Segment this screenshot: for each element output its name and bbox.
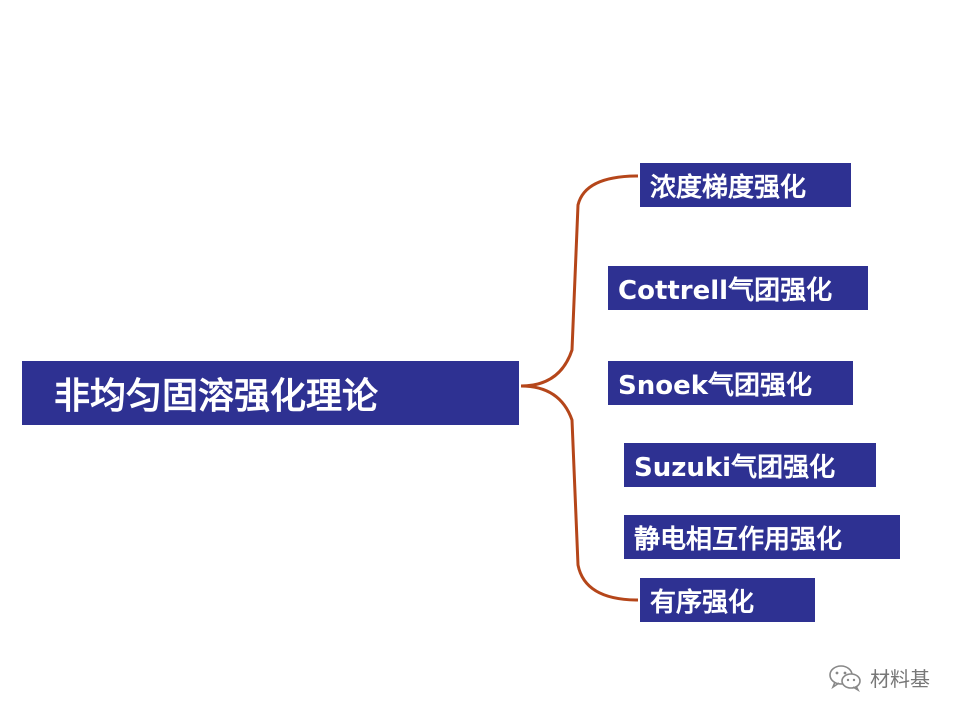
watermark: 材料基 — [828, 663, 930, 692]
branch-node-ordering: 有序强化 — [640, 578, 815, 622]
branch-node-cottrell: Cottrell气团强化 — [608, 266, 868, 310]
root-node-label: 非均匀固溶强化理论 — [54, 376, 379, 417]
branch-node-snoek: Snoek气团强化 — [608, 361, 853, 405]
root-node: 非均匀固溶强化理论 — [22, 361, 519, 425]
branch-node-concentration-gradient: 浓度梯度强化 — [640, 163, 851, 207]
branch-label: Suzuki气团强化 — [634, 452, 836, 483]
branch-label: Snoek气团强化 — [618, 370, 813, 401]
branch-label: 浓度梯度强化 — [650, 172, 807, 203]
branch-label: Cottrell气团强化 — [618, 275, 833, 306]
connector-top-branch — [520, 174, 639, 388]
branch-node-suzuki: Suzuki气团强化 — [624, 443, 876, 487]
wechat-icon — [828, 664, 862, 692]
watermark-text: 材料基 — [870, 667, 930, 691]
connector-bottom-branch — [520, 384, 639, 602]
branch-label: 有序强化 — [650, 587, 755, 618]
branch-label: 静电相互作用强化 — [634, 524, 843, 555]
branch-node-electrostatic: 静电相互作用强化 — [624, 515, 900, 559]
